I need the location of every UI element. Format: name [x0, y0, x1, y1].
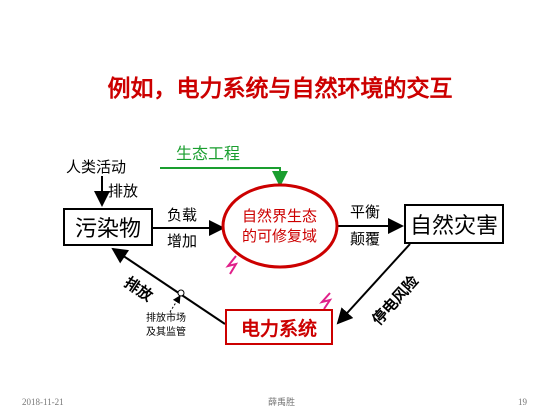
overturn-label: 颠覆 [350, 230, 381, 248]
footer-date: 2018-11-21 [22, 397, 64, 407]
power-system-box: 电力系统 [225, 309, 333, 345]
balance-label: 平衡 [350, 203, 381, 221]
market-label-line1: 排放市场 [146, 313, 186, 324]
power-system-text: 电力系统 [240, 317, 317, 340]
disaster-text: 自然灾害 [409, 214, 498, 239]
ecology-ellipse [221, 183, 339, 269]
lightning-icon [225, 255, 239, 275]
load-label: 负载 [167, 206, 198, 224]
increase-label: 增加 [167, 232, 198, 250]
pollutant-box: 污染物 [63, 208, 153, 246]
emission-label-top: 排放 [108, 182, 139, 200]
market-label-line2: 及其监管 [146, 327, 186, 338]
lightning-icon [319, 292, 333, 310]
arrow-power-to-pollutant [111, 247, 226, 325]
slide-title: 例如，电力系统与自然环境的交互 [107, 76, 453, 102]
control-point [177, 289, 185, 297]
human-activity-label: 人类活动 [66, 158, 127, 176]
disaster-box: 自然灾害 [404, 204, 504, 244]
ecology-label-line1: 自然界生态 [242, 207, 318, 225]
ecology-label-line2: 的可修复域 [242, 227, 318, 245]
footer-author: 薛禹胜 [268, 397, 296, 407]
pollutant-text: 污染物 [74, 217, 141, 242]
eco-engineering-label: 生态工程 [176, 144, 241, 163]
arrow-market-control [169, 295, 181, 313]
footer-page-number: 19 [518, 397, 527, 407]
arrow-eco-engineering [160, 167, 288, 187]
arrow-disaster-to-power [336, 243, 411, 325]
